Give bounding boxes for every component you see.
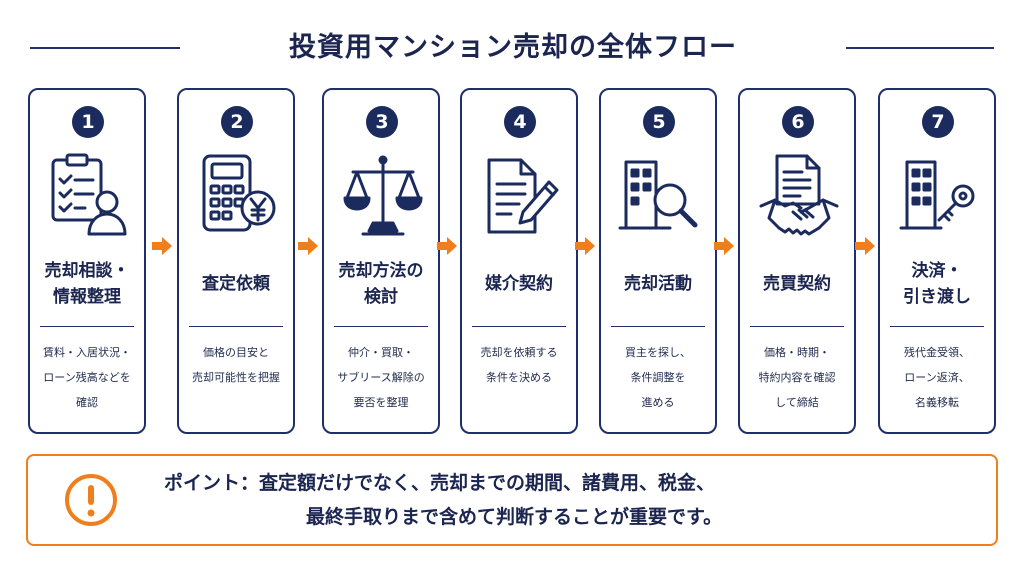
step-desc-line: 名義移転: [915, 396, 959, 409]
step-divider: [750, 326, 844, 327]
step-description: 売却を依頼する 条件を決める: [464, 340, 574, 390]
page-title: 投資用マンション売却の全体フロー: [289, 32, 737, 63]
step-divider: [472, 326, 566, 327]
title-rule-right: [846, 47, 994, 49]
title-row: 投資用マンション売却の全体フロー: [0, 24, 1024, 72]
step-number-badge: 4: [504, 106, 536, 138]
step-divider: [189, 326, 283, 327]
document-pen-icon: [479, 152, 563, 242]
step-desc-line: 条件を決める: [486, 371, 552, 384]
step-title-line: 売却相談・: [44, 261, 130, 281]
step-card-7: 7 決済・ 引き渡し 残代金受領、 ローン返済、 名義移転: [878, 88, 996, 434]
flow-arrow-icon: [574, 236, 596, 256]
flow-arrow-icon: [151, 236, 173, 256]
step-number-badge: 6: [782, 106, 814, 138]
step-title: 売買契約: [740, 254, 854, 314]
step-number-badge: 1: [72, 106, 104, 138]
step-desc-line: 条件調整を: [630, 371, 686, 384]
contract-handshake-icon: [757, 152, 841, 242]
step-description: 仲介・買取・ サブリース解除の 要否を整理: [326, 340, 436, 415]
step-title: 媒介契約: [462, 254, 576, 314]
point-text-line-1: ポイント：査定額だけでなく、売却までの期間、諸費用、税金、: [164, 472, 716, 494]
step-desc-line: 要否を整理: [353, 396, 409, 409]
step-card-4: 4 媒介契約 売却を依頼する 条件を決める: [460, 88, 578, 434]
exclamation-circle-icon: [64, 473, 118, 527]
flow-arrow-icon: [713, 236, 735, 256]
point-text-line-2: 最終手取りまで含めて判断することが重要です。: [306, 506, 723, 528]
step-title-line: 決済・: [911, 261, 963, 281]
step-number-badge: 3: [366, 106, 398, 138]
step-title-line: 情報整理: [53, 287, 121, 307]
step-title: 査定依頼: [179, 254, 293, 314]
scales-icon: [341, 152, 425, 242]
step-title-line: 媒介契約: [485, 274, 553, 294]
point-callout: ポイント：査定額だけでなく、売却までの期間、諸費用、税金、 最終手取りまで含めて…: [26, 454, 998, 546]
step-desc-line: サブリース解除の: [337, 371, 425, 384]
step-number-badge: 2: [221, 106, 253, 138]
step-title-line: 引き渡し: [903, 287, 971, 307]
step-desc-line: 特約内容を確認: [758, 371, 836, 384]
step-description: 価格の目安と 売却可能性を把握: [181, 340, 291, 390]
step-description: 価格・時期・ 特約内容を確認 して締結: [742, 340, 852, 415]
step-title: 売却相談・ 情報整理: [30, 254, 144, 314]
step-desc-line: 売却を依頼する: [480, 346, 558, 359]
step-card-1: 1 売却相談・ 情報整理 賃料・入居状況・ ローン残高などを 確認: [28, 88, 146, 434]
flow-arrow-icon: [854, 236, 876, 256]
step-title-line: 査定依頼: [202, 274, 270, 294]
calculator-yen-icon: [196, 152, 280, 242]
step-divider: [611, 326, 705, 327]
building-key-icon: [897, 152, 981, 242]
step-desc-line: 価格・時期・: [764, 346, 830, 359]
step-title-line: 検討: [364, 287, 398, 307]
step-description: 買主を探し、 条件調整を 進める: [603, 340, 713, 415]
flow-arrow-icon: [297, 236, 319, 256]
step-desc-line: 価格の目安と: [203, 346, 269, 359]
step-desc-line: ローン返済、: [904, 371, 970, 384]
step-number-badge: 5: [643, 106, 675, 138]
step-card-6: 6 売買契約 価格・時期・ 特約内容を確認 して締結: [738, 88, 856, 434]
step-desc-line: 残代金受領、: [904, 346, 970, 359]
step-desc-line: 買主を探し、: [625, 346, 691, 359]
step-desc-line: 確認: [76, 396, 98, 409]
step-card-2: 2 査定依頼 価格の目安と 売却可能性を把握: [177, 88, 295, 434]
step-desc-line: 賃料・入居状況・: [43, 346, 131, 359]
step-divider: [334, 326, 428, 327]
step-desc-line: ローン残高などを: [43, 371, 131, 384]
step-title-line: 売却活動: [624, 274, 692, 294]
point-text: ポイント：査定額だけでなく、売却までの期間、諸費用、税金、 最終手取りまで含めて…: [152, 466, 972, 534]
step-desc-line: 売却可能性を把握: [192, 371, 280, 384]
step-title: 売却活動: [601, 254, 715, 314]
step-desc-line: して締結: [775, 396, 819, 409]
title-rule-left: [30, 47, 180, 49]
step-desc-line: 仲介・買取・: [348, 346, 414, 359]
step-card-3: 3 売却方法の 検討 仲介・買取・ サブリース解除の 要否を整理: [322, 88, 440, 434]
step-title-line: 売却方法の: [338, 261, 424, 281]
step-title: 決済・ 引き渡し: [880, 254, 994, 314]
step-title-line: 売買契約: [763, 274, 831, 294]
step-desc-line: 進める: [641, 396, 675, 409]
step-divider: [890, 326, 984, 327]
step-number-badge: 7: [922, 106, 954, 138]
clipboard-person-icon: [47, 152, 131, 242]
step-description: 残代金受領、 ローン返済、 名義移転: [882, 340, 992, 415]
step-card-5: 5 売却活動 買主を探し、 条件調整を 進める: [599, 88, 717, 434]
building-magnifier-icon: [618, 152, 702, 242]
flow-arrow-icon: [436, 236, 458, 256]
step-divider: [40, 326, 134, 327]
step-description: 賃料・入居状況・ ローン残高などを 確認: [32, 340, 142, 415]
step-title: 売却方法の 検討: [324, 254, 438, 314]
